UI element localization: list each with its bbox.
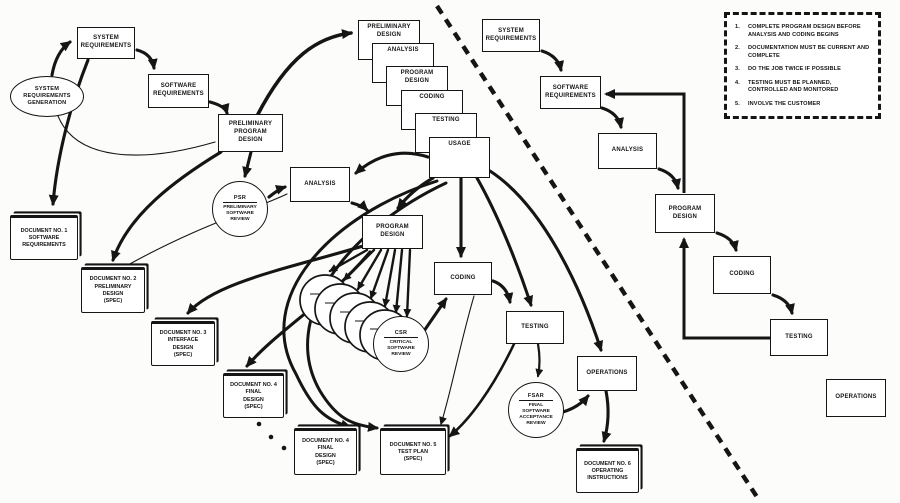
- left-flow-arrows: [50, 29, 603, 414]
- operations-box-left: OPERATIONS: [577, 356, 637, 391]
- legend-item-2-number: 2.: [735, 45, 740, 52]
- coding-box-left: CODING: [434, 262, 492, 295]
- right-flow-arrows: [540, 49, 795, 340]
- fsar-review-circle: FSAR FINAL SOFTWARE ACCEPTANCE REVIEW: [508, 382, 564, 438]
- coding-box-right: CODING: [713, 256, 771, 294]
- system-requirements-generation-ellipse: SYSTEM REQUIREMENTS GENERATION: [10, 76, 84, 117]
- analysis-box-right: ANALYSIS: [598, 133, 657, 169]
- cascade-box-usage: USAGE: [429, 137, 490, 178]
- program-design-box-right: PROGRAM DESIGN: [655, 194, 715, 233]
- fsar-label: FINAL SOFTWARE ACCEPTANCE REVIEW: [519, 403, 553, 427]
- psr-divider: [223, 202, 257, 204]
- document-6: DOCUMENT NO. 6 OPERATING INSTRUCTIONS: [576, 448, 639, 493]
- legend-item-4-number: 4.: [735, 79, 740, 86]
- system-requirements-box-left: SYSTEM REQUIREMENTS: [77, 27, 135, 59]
- system-requirements-box-right: SYSTEM REQUIREMENTS: [482, 19, 540, 52]
- testing-box-right: TESTING: [770, 319, 828, 356]
- program-design-fan-arrows: [328, 248, 412, 318]
- document-1: DOCUMENT NO. 1 SOFTWARE REQUIREMENTS: [10, 215, 78, 260]
- separator-dashed-line: [435, 4, 759, 499]
- document-5: DOCUMENT NO. 5 TEST PLAN (SPEC): [380, 428, 446, 475]
- psr-label: PRELIMINARY SOFTWARE REVIEW: [223, 205, 257, 223]
- document-4-front: DOCUMENT NO. 4 FINAL DESIGN (SPEC): [294, 428, 357, 475]
- ellipsis-dots: [256, 421, 287, 451]
- legend-item-4: 4. TESTING MUST BE PLANNED, CONTROLLED A…: [735, 80, 871, 96]
- legend-box: 1. COMPLETE PROGRAM DESIGN BEFORE ANALYS…: [724, 12, 881, 119]
- document-2: DOCUMENT NO. 2 PRELIMINARY DESIGN (SPEC): [81, 267, 145, 313]
- legend-item-2: 2. DOCUMENTATION MUST BE CURRENT AND COM…: [735, 45, 871, 61]
- legend-item-1: 1. COMPLETE PROGRAM DESIGN BEFORE ANALYS…: [735, 24, 871, 40]
- legend-item-3-text: DO THE JOB TWICE IF POSSIBLE: [748, 66, 841, 73]
- legend-item-3-number: 3.: [735, 66, 740, 73]
- legend-item-1-number: 1.: [735, 24, 740, 30]
- legend-item-5-number: 5.: [735, 100, 740, 107]
- csr-review-circle: CSR CRITICAL SOFTWARE REVIEW: [373, 316, 429, 372]
- psr-abbr: PSR: [233, 194, 247, 201]
- fsar-divider: [519, 400, 553, 401]
- document-3: DOCUMENT NO. 3 INTERFACE DESIGN (SPEC): [151, 321, 215, 366]
- analysis-box-left: ANALYSIS: [290, 167, 350, 202]
- operations-box-right: OPERATIONS: [826, 379, 886, 417]
- csr-divider: [384, 337, 418, 339]
- testing-box-left: TESTING: [506, 311, 564, 344]
- software-requirements-box-right: SOFTWARE REQUIREMENTS: [540, 76, 601, 109]
- preliminary-program-design-box: PRELIMINARY PROGRAM DESIGN: [218, 114, 283, 152]
- document-4-back: DOCUMENT NO. 4 FINAL DESIGN (SPEC): [223, 373, 284, 418]
- fsar-abbr: FSAR: [527, 392, 545, 399]
- legend-item-5: 5. INVOLVE THE CUSTOMER: [735, 101, 871, 109]
- legend-item-5-text: INVOLVE THE CUSTOMER: [748, 100, 821, 107]
- software-requirements-box-left: SOFTWARE REQUIREMENTS: [148, 74, 209, 108]
- csr-abbr: CSR: [394, 329, 408, 336]
- csr-label: CRITICAL SOFTWARE REVIEW: [387, 340, 415, 358]
- legend-item-3: 3. DO THE JOB TWICE IF POSSIBLE: [735, 66, 871, 74]
- psr-review-circle: PSR PRELIMINARY SOFTWARE REVIEW: [212, 181, 268, 237]
- legend-item-4-text: TESTING MUST BE PLANNED, CONTROLLED AND …: [748, 79, 839, 94]
- legend-item-1-text: COMPLETE PROGRAM DESIGN BEFORE ANALYSIS …: [748, 24, 861, 38]
- legend-item-2-text: DOCUMENTATION MUST BE CURRENT AND COMPLE…: [748, 45, 870, 59]
- program-design-box-left: PROGRAM DESIGN: [362, 215, 423, 249]
